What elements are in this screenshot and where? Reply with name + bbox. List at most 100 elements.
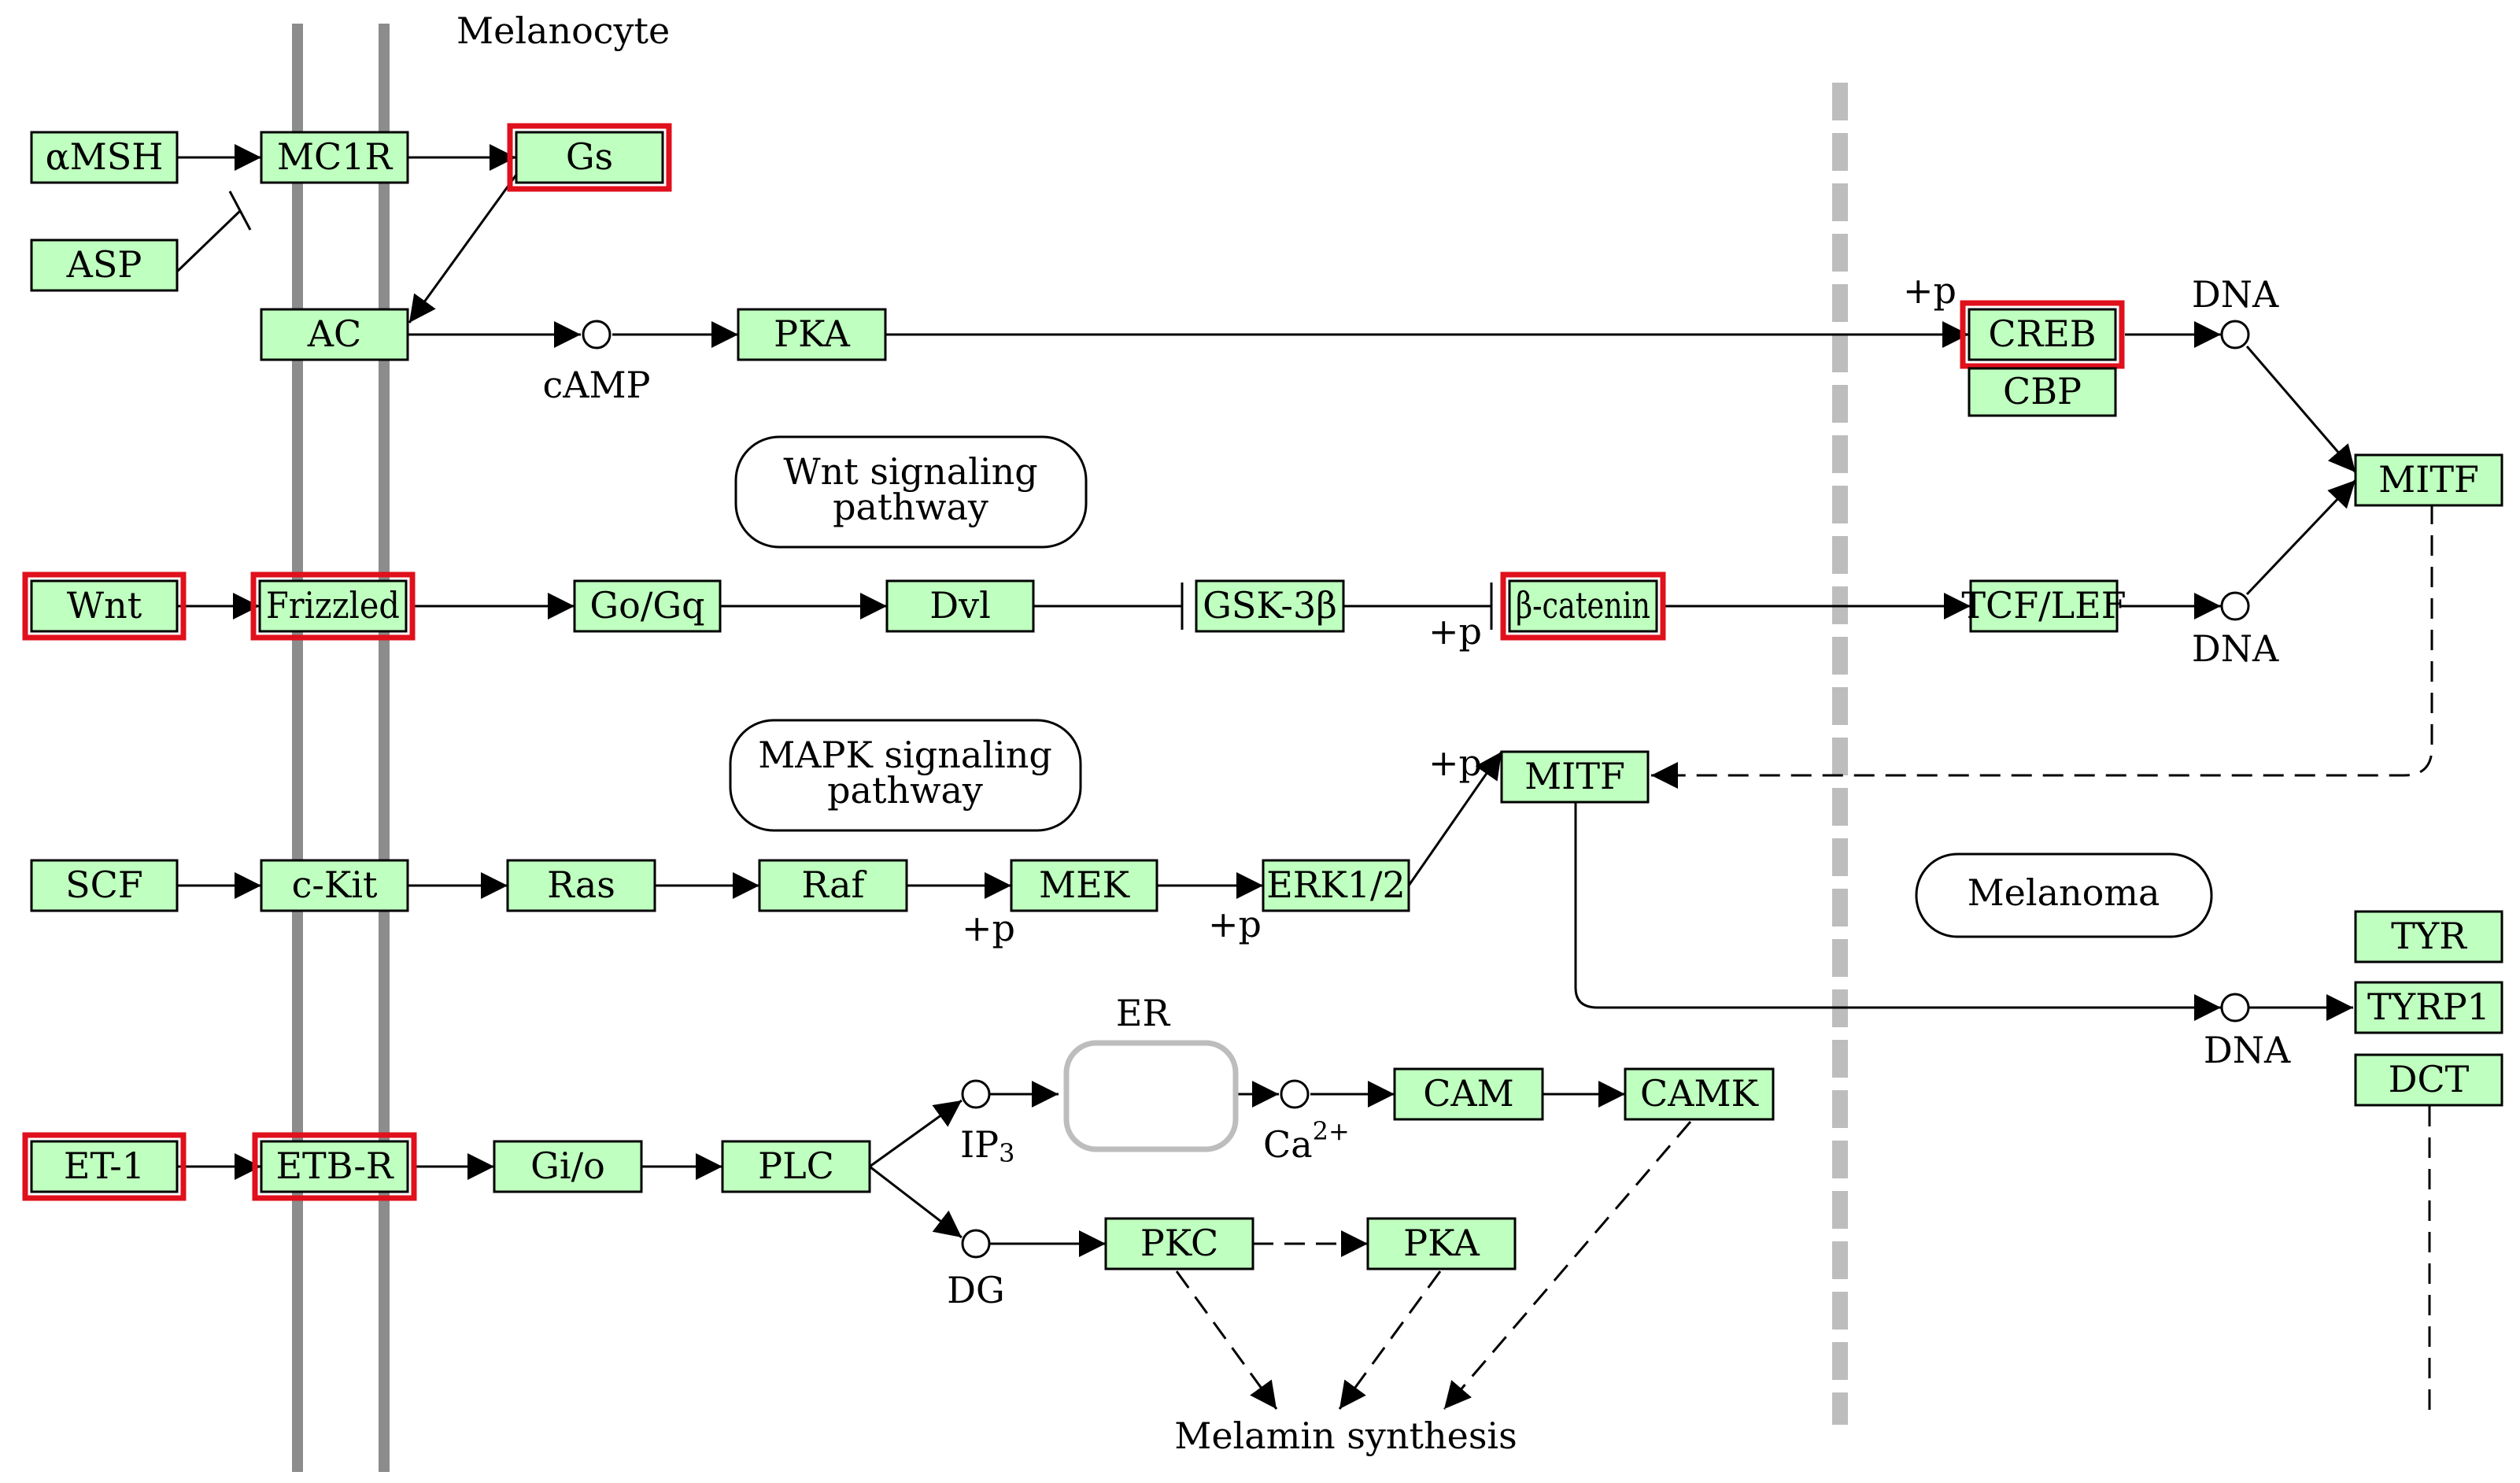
edge-dna-mitf-2	[2245, 479, 2357, 596]
gene-node-dct[interactable]: DCT	[2354, 1053, 2503, 1107]
compound-dg[interactable]	[961, 1229, 991, 1259]
gene-node-label-camk: CAMK	[1640, 1072, 1760, 1115]
gene-node-pkc[interactable]: PKC	[1104, 1217, 1254, 1270]
gene-node-label-mitf1: MITF	[2378, 458, 2479, 501]
gene-node-label-creb: CREB	[1988, 313, 2096, 355]
compound-dna-creb-label: DNA	[2192, 273, 2279, 316]
gene-node-ras[interactable]: Ras	[506, 859, 656, 912]
gene-node-amsh[interactable]: αMSH	[30, 131, 179, 184]
highlight-frame-wnt	[22, 571, 187, 641]
gene-node-gsk3b[interactable]: GSK-3β	[1195, 579, 1345, 633]
gene-node-box-tyr	[2354, 910, 2503, 963]
gene-node-label-tcflef: TCF/LEF	[1961, 584, 2126, 627]
pathway-map-wnt[interactable]: Wnt signaling pathway	[734, 435, 1088, 549]
gene-node-et1[interactable]: ET-1	[22, 1132, 187, 1201]
gene-node-tcflef[interactable]: TCF/LEF	[1961, 579, 2126, 633]
gene-node-raf[interactable]: Raf	[758, 859, 908, 912]
gene-node-label-gsk3b: GSK-3β	[1203, 584, 1337, 627]
gene-node-ckit[interactable]: c-Kit	[260, 859, 409, 912]
gene-node-box-etbr	[260, 1140, 409, 1193]
phospho-label-bcat: +p	[1428, 610, 1482, 653]
gene-node-pka2[interactable]: PKA	[1366, 1217, 1517, 1270]
gene-node-label-frizzled: Frizzled	[266, 584, 400, 627]
gene-node-label-cbp: CBP	[2003, 370, 2082, 412]
gene-node-box-asp	[30, 239, 179, 292]
gene-node-pka1[interactable]: PKA	[737, 308, 887, 361]
pathway-wnt-label-2: pathway	[833, 486, 988, 528]
gene-node-gs[interactable]: Gs	[507, 123, 672, 192]
er-compartment	[1063, 1040, 1239, 1152]
gene-node-gogq[interactable]: Go/Gq	[573, 579, 722, 633]
gene-node-camk[interactable]: CAMK	[1624, 1067, 1775, 1121]
gene-node-box-camk	[1624, 1067, 1775, 1121]
gene-node-erk[interactable]: ERK1/2	[1262, 859, 1410, 912]
gene-node-label-bcat: β-catenin	[1516, 584, 1650, 627]
gene-node-wnt[interactable]: Wnt	[22, 571, 187, 641]
gene-node-tyrp1[interactable]: TYRP1	[2354, 981, 2503, 1034]
compound-dna-tyr[interactable]	[2220, 993, 2250, 1023]
edge-pkc-melanin	[1175, 1270, 1278, 1410]
gene-node-mc1r[interactable]: MC1R	[260, 131, 409, 184]
gene-node-box-scf	[30, 859, 179, 912]
gene-node-cam[interactable]: CAM	[1393, 1067, 1544, 1121]
compound-ca-label: Ca2+	[1263, 1116, 1350, 1166]
edge-erk-mitf	[1407, 751, 1503, 886]
gene-node-label-pka1: PKA	[774, 313, 850, 355]
gene-node-label-dct: DCT	[2389, 1058, 2470, 1100]
gene-node-label-dvl: Dvl	[929, 584, 991, 627]
gene-node-dvl[interactable]: Dvl	[885, 579, 1035, 633]
gene-node-label-asp: ASP	[66, 243, 142, 286]
gene-node-label-scf: SCF	[65, 864, 143, 906]
gene-node-label-raf: Raf	[801, 864, 866, 906]
gene-node-etbr[interactable]: ETB-R	[252, 1132, 417, 1201]
gene-node-asp[interactable]: ASP	[30, 239, 179, 292]
compound-dna-tcf[interactable]	[2220, 591, 2250, 621]
gene-node-cbp[interactable]: CBP	[1968, 367, 2117, 417]
gene-node-ac[interactable]: AC	[260, 308, 409, 361]
edge-plc-ip3	[869, 1099, 963, 1168]
gene-node-mek[interactable]: MEK	[1010, 859, 1158, 912]
gene-node-label-mitf2: MITF	[1524, 755, 1625, 797]
gene-node-box-ras	[506, 859, 656, 912]
gene-node-tyr[interactable]: TYR	[2354, 910, 2503, 963]
edge-mitf-dna-tyr	[1574, 795, 2221, 1021]
gene-node-plc[interactable]: PLC	[721, 1140, 871, 1193]
compound-ca[interactable]	[1280, 1079, 1310, 1109]
edge-gs-ac	[408, 174, 518, 324]
gene-node-mitf2[interactable]: MITF	[1500, 750, 1650, 804]
gene-node-frizzled[interactable]: Frizzled	[250, 571, 416, 641]
gene-node-label-mc1r: MC1R	[277, 135, 394, 178]
highlight-frame-et1	[22, 1132, 187, 1201]
pathway-map-mapk[interactable]: MAPK signaling pathway	[729, 719, 1082, 832]
gene-node-label-et1: ET-1	[64, 1145, 145, 1187]
gene-node-box-gs	[515, 131, 664, 184]
gene-node-gio[interactable]: Gi/o	[493, 1140, 643, 1193]
edge-asp-inhibit-bar	[228, 190, 252, 231]
melanin-synthesis-label: Melamin synthesis	[1174, 1415, 1517, 1457]
compound-ip3[interactable]	[961, 1079, 991, 1109]
gene-node-creb[interactable]: CREB	[1960, 300, 2125, 369]
pathway-wnt-label-1: Wnt signaling	[783, 450, 1037, 493]
highlight-frame-frizzled	[250, 571, 416, 641]
gene-node-label-etbr: ETB-R	[275, 1145, 394, 1187]
edge-plc-dg	[869, 1165, 963, 1239]
phospho-label-creb: +p	[1903, 269, 1957, 312]
gene-node-label-gio: Gi/o	[530, 1145, 605, 1187]
compound-camp[interactable]	[582, 320, 612, 349]
gene-node-box-dct	[2354, 1053, 2503, 1107]
pathway-map-melanoma[interactable]: Melanoma	[1915, 852, 2213, 938]
gene-node-label-amsh: αMSH	[46, 135, 164, 178]
edge-pka-melanin	[1338, 1270, 1442, 1410]
gene-node-box-gogq	[573, 579, 722, 633]
gene-node-bcat[interactable]: β-catenin	[1500, 571, 1666, 641]
er-label: ER	[1116, 992, 1171, 1034]
compound-dna-creb[interactable]	[2220, 320, 2250, 349]
phospho-label-erk: +p	[1208, 903, 1262, 945]
gene-node-box-pka1	[737, 308, 887, 361]
gene-node-label-gogq: Go/Gq	[589, 584, 704, 627]
gene-node-box-mc1r	[260, 131, 409, 184]
gene-node-box-tcflef	[1969, 579, 2119, 633]
gene-node-mitf1[interactable]: MITF	[2354, 453, 2503, 507]
gene-node-scf[interactable]: SCF	[30, 859, 179, 912]
